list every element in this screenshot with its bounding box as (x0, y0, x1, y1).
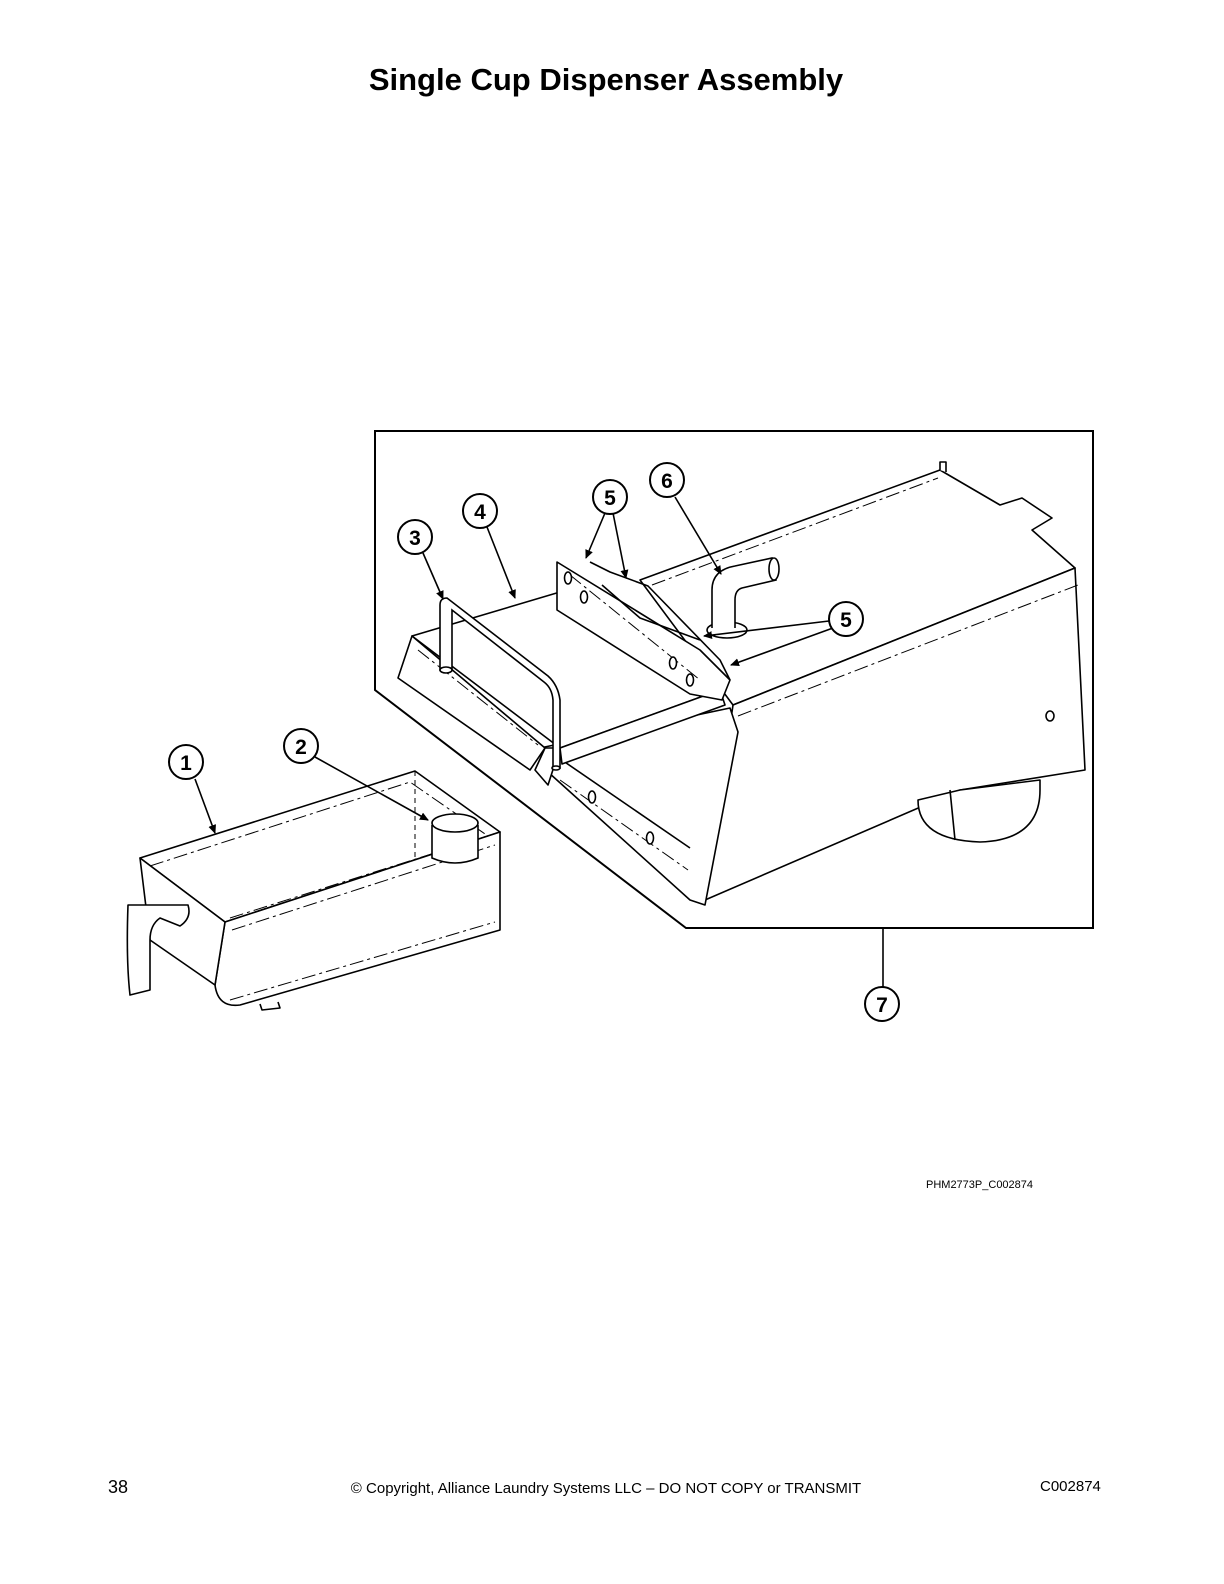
page-number: 38 (108, 1477, 129, 1497)
siphon-cap (431, 813, 479, 864)
leader-6 (674, 496, 722, 575)
svg-text:3: 3 (409, 527, 421, 550)
dispenser-cup (126, 770, 501, 1011)
elbow-fitting (706, 557, 780, 639)
leader-2 (314, 756, 429, 821)
mounting-flange (539, 707, 739, 906)
leader-3 (422, 552, 444, 600)
detail-inset-frame (374, 430, 1094, 929)
svg-text:4: 4 (474, 501, 486, 524)
callout-4: 4 (462, 493, 498, 529)
callout-3: 3 (397, 519, 433, 555)
svg-text:5: 5 (604, 487, 616, 510)
callout-5a: 5 (592, 479, 628, 515)
callout-7: 7 (864, 986, 900, 1022)
svg-text:6: 6 (661, 470, 673, 493)
svg-text:1: 1 (180, 752, 192, 775)
callout-6: 6 (649, 462, 685, 498)
leader-5a-1 (585, 512, 606, 559)
callout-5b: 5 (828, 601, 864, 637)
lid-hinge (556, 561, 731, 701)
callout-2: 2 (283, 728, 319, 764)
document-code: C002874 (1040, 1478, 1101, 1495)
leader-5a-2 (612, 512, 629, 579)
page-title: Single Cup Dispenser Assembly (368, 62, 844, 97)
svg-text:2: 2 (295, 736, 307, 759)
leader-1 (194, 778, 216, 834)
dispenser-body (639, 461, 1086, 901)
leader-lines (194, 496, 884, 987)
leader-4 (486, 526, 516, 599)
leader-5b-1 (703, 620, 830, 640)
svg-text:7: 7 (876, 994, 888, 1017)
svg-text:5: 5 (840, 609, 852, 632)
figure-id: PHM2773P_C002874 (926, 1179, 1034, 1191)
copyright-notice: © Copyright, Alliance Laundry Systems LL… (350, 1480, 862, 1497)
callout-1: 1 (168, 744, 204, 780)
leader-5b-2 (730, 627, 834, 667)
